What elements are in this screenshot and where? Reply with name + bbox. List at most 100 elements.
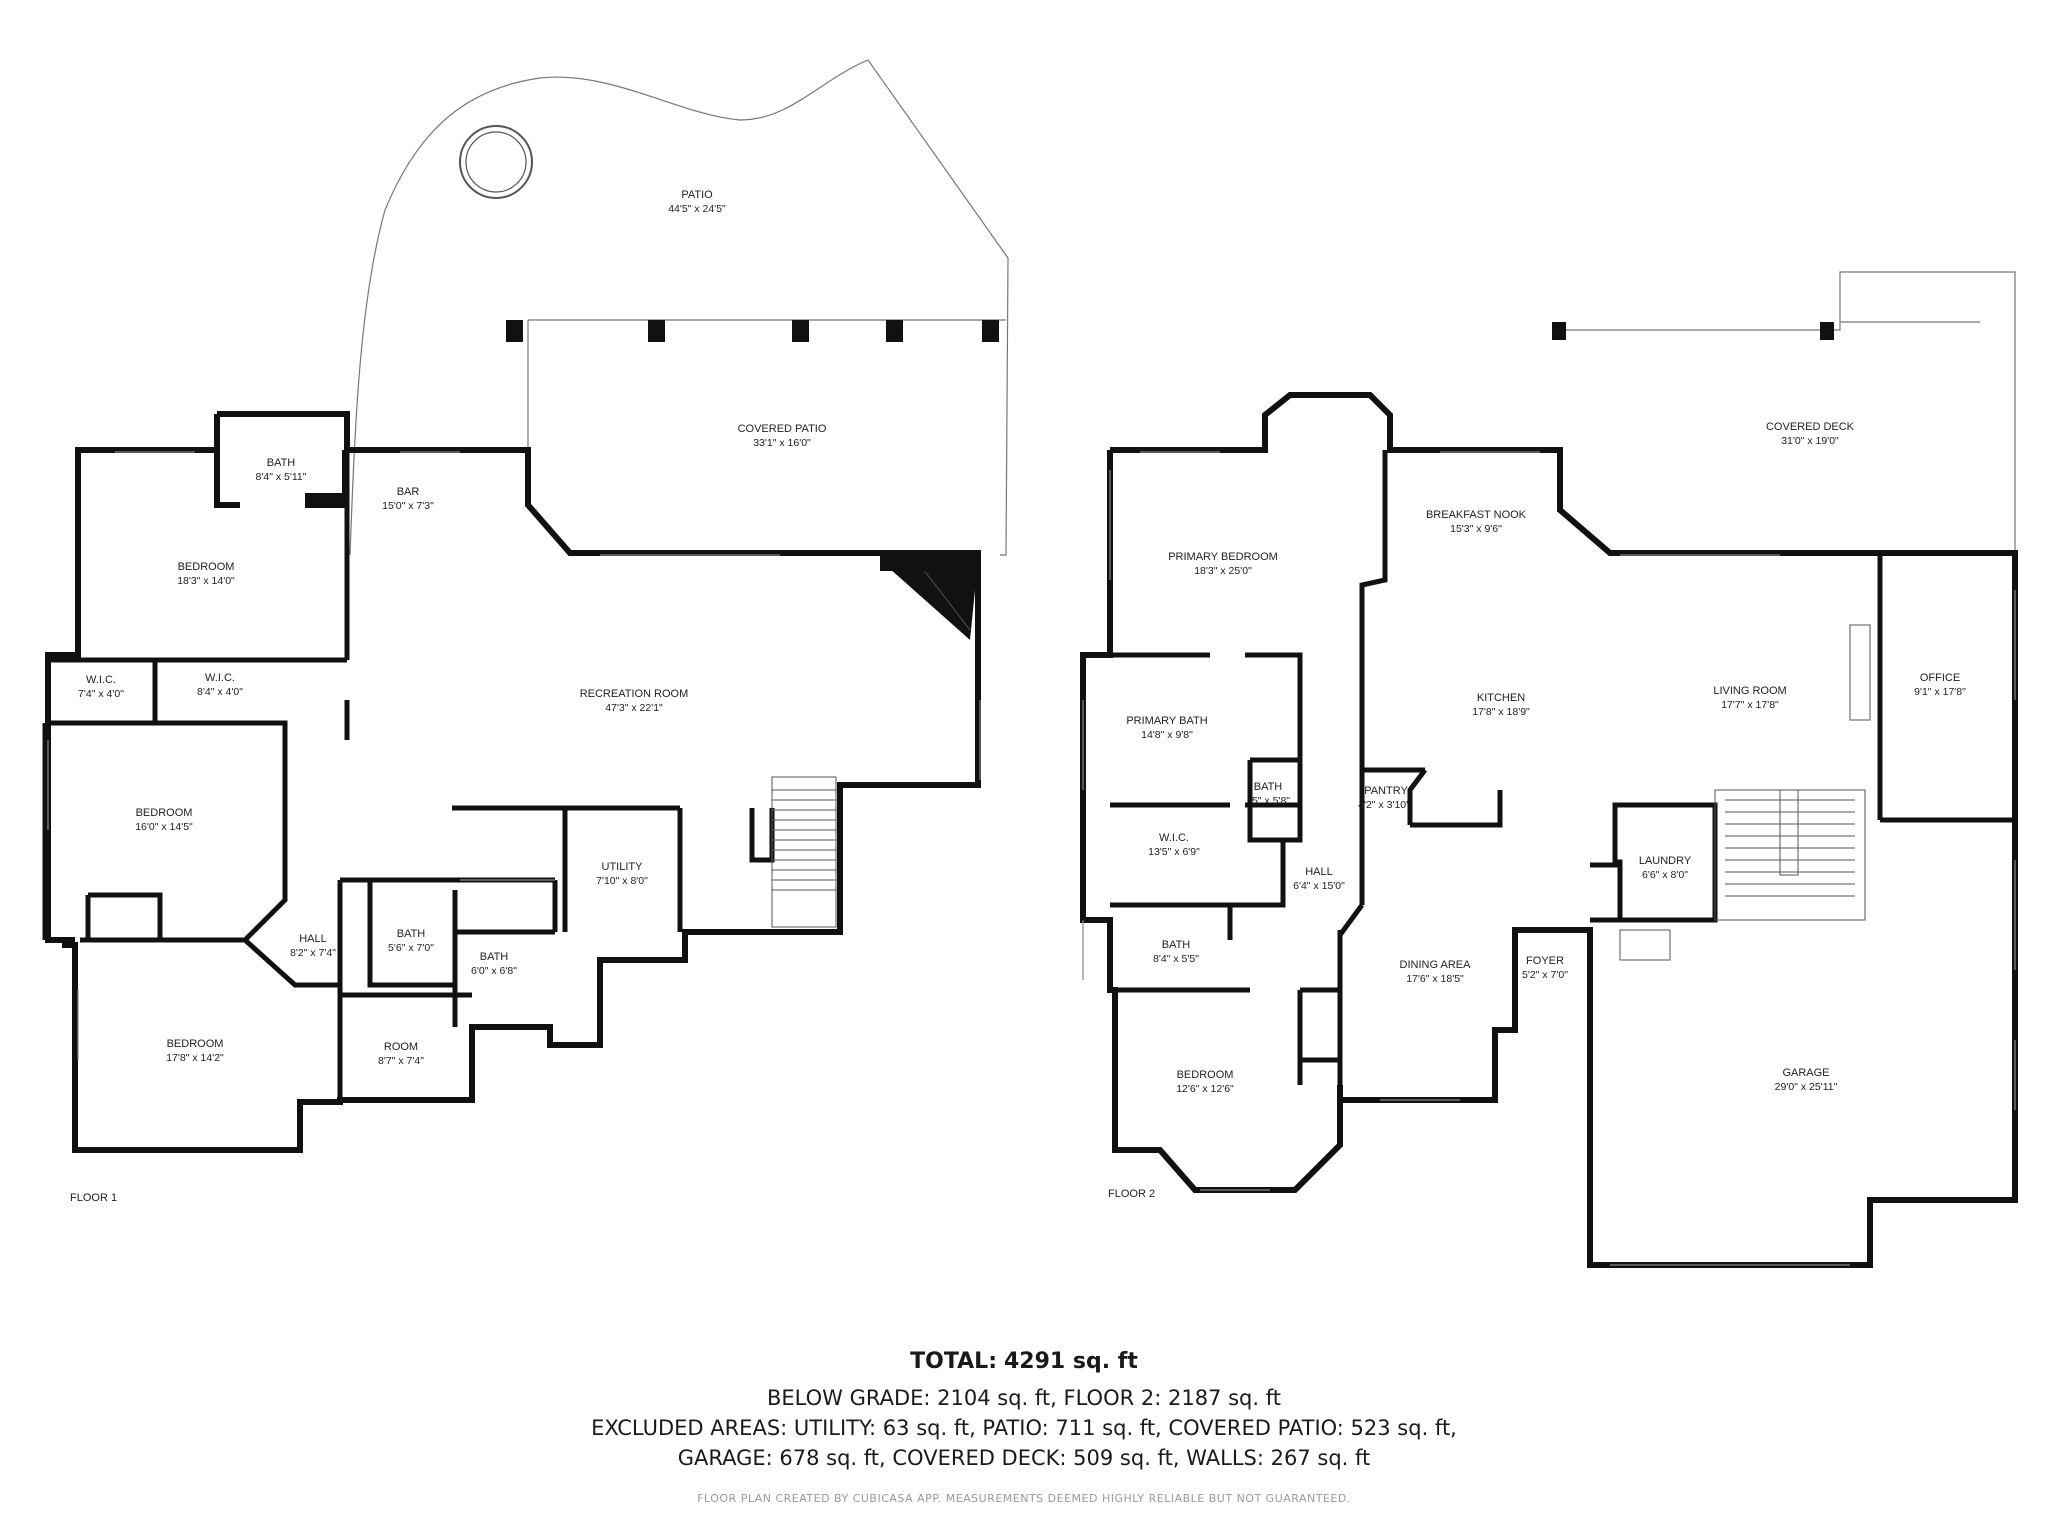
- svg-text:OFFICE: OFFICE: [1920, 672, 1960, 684]
- svg-text:14'8" x 9'8": 14'8" x 9'8": [1141, 729, 1193, 741]
- svg-text:29'0" x 25'11": 29'0" x 25'11": [1775, 1081, 1838, 1093]
- room-label-utility: UTILITY 7'10" x 8'0": [596, 861, 648, 887]
- room-label-bedroom: BEDROOM 12'6" x 12'6": [1176, 1069, 1234, 1095]
- svg-text:BREAKFAST NOOK: BREAKFAST NOOK: [1426, 509, 1527, 521]
- total-value: 4291 sq. ft: [1004, 1349, 1138, 1374]
- room-label-bar: BAR 15'0" x 7'3": [382, 486, 434, 512]
- room-label-office: OFFICE 9'1" x 17'8": [1914, 672, 1966, 698]
- floor-1-room-labels: PATIO 44'5" x 24'5" COVERED PATIO 33'1" …: [78, 189, 827, 1067]
- svg-text:17'6" x 18'5": 17'6" x 18'5": [1406, 973, 1464, 985]
- room-label-wic: W.I.C. 8'4" x 4'0": [197, 672, 243, 698]
- floor-1-stairs: [771, 560, 978, 928]
- svg-text:15'0" x 7'3": 15'0" x 7'3": [382, 500, 434, 512]
- svg-text:BATH: BATH: [397, 928, 426, 940]
- room-label-bath: BATH 5'6" x 7'0": [388, 928, 434, 954]
- room-label-garage: GARAGE 29'0" x 25'11": [1775, 1067, 1838, 1093]
- svg-text:8'4" x 4'0": 8'4" x 4'0": [197, 686, 243, 698]
- svg-text:12'6" x 12'6": 12'6" x 12'6": [1176, 1083, 1234, 1095]
- svg-text:BATH: BATH: [267, 457, 296, 469]
- svg-text:8'7" x 7'4": 8'7" x 7'4": [378, 1055, 424, 1067]
- svg-text:DINING AREA: DINING AREA: [1400, 959, 1472, 971]
- covered-deck-outline: [1560, 271, 2016, 550]
- svg-text:BATH: BATH: [1254, 781, 1283, 793]
- patio-round-feature: [459, 125, 533, 199]
- svg-text:8'4" x 5'5": 8'4" x 5'5": [1153, 953, 1199, 965]
- total-area: TOTAL: 4291 sq. ft: [0, 1349, 2048, 1374]
- svg-text:17'7" x 17'8": 17'7" x 17'8": [1721, 699, 1779, 711]
- svg-text:RECREATION ROOM: RECREATION ROOM: [580, 688, 689, 700]
- room-label-room: ROOM 8'7" x 7'4": [378, 1041, 424, 1067]
- floor-2-exterior-walls: [1080, 392, 2018, 1268]
- svg-text:18'3" x 14'0": 18'3" x 14'0": [177, 575, 235, 587]
- svg-text:15'3" x 9'6": 15'3" x 9'6": [1450, 523, 1502, 535]
- svg-text:17'8" x 14'2": 17'8" x 14'2": [166, 1052, 224, 1064]
- area-breakdown-line-3: GARAGE: 678 sq. ft, COVERED DECK: 509 sq…: [677, 1446, 1371, 1470]
- svg-text:5" x 5'8": 5" x 5'8": [1252, 795, 1290, 807]
- svg-text:5'2" x 7'0": 5'2" x 7'0": [1522, 969, 1568, 981]
- room-label-bedroom: BEDROOM 18'3" x 14'0": [177, 561, 235, 587]
- room-label-bath: BATH 6'0" x 6'8": [471, 951, 517, 977]
- svg-text:BAR: BAR: [397, 486, 420, 498]
- svg-text:6'6" x 8'0": 6'6" x 8'0": [1642, 869, 1688, 881]
- svg-text:PRIMARY BATH: PRIMARY BATH: [1126, 715, 1207, 727]
- svg-text:6'4" x 15'0": 6'4" x 15'0": [1293, 880, 1345, 892]
- svg-text:BEDROOM: BEDROOM: [136, 807, 193, 819]
- room-label-breakfast-nook: BREAKFAST NOOK 15'3" x 9'6": [1426, 509, 1527, 535]
- svg-text:BEDROOM: BEDROOM: [178, 561, 235, 573]
- svg-text:4'2" x 3'10": 4'2" x 3'10": [1358, 799, 1410, 811]
- svg-text:LIVING ROOM: LIVING ROOM: [1713, 685, 1786, 697]
- svg-text:44'5" x 24'5": 44'5" x 24'5": [668, 203, 726, 215]
- room-label-covered-deck: COVERED DECK 31'0" x 19'0": [1766, 421, 1855, 447]
- room-label-dining-area: DINING AREA 17'6" x 18'5": [1400, 959, 1472, 985]
- area-breakdown-line-2: EXCLUDED AREAS: UTILITY: 63 sq. ft, PATI…: [591, 1416, 1457, 1440]
- room-label-bedroom: BEDROOM 16'0" x 14'5": [135, 807, 193, 833]
- svg-text:BEDROOM: BEDROOM: [1177, 1069, 1234, 1081]
- svg-text:31'0" x 19'0": 31'0" x 19'0": [1781, 435, 1839, 447]
- svg-text:BATH: BATH: [1162, 939, 1191, 951]
- covered-patio-posts: [506, 320, 999, 342]
- svg-text:7'10" x 8'0": 7'10" x 8'0": [596, 875, 648, 887]
- floor-2-plan: FLOOR 2: [1080, 271, 2018, 1268]
- svg-text:13'5" x 6'9": 13'5" x 6'9": [1148, 846, 1200, 858]
- svg-text:ROOM: ROOM: [384, 1041, 418, 1053]
- floor-2-interior-walls: [1110, 450, 2015, 1085]
- room-label-patio: PATIO 44'5" x 24'5": [668, 189, 726, 215]
- svg-text:47'3" x 22'1": 47'3" x 22'1": [605, 702, 663, 714]
- svg-text:HALL: HALL: [1305, 866, 1333, 878]
- room-label-primary-bath: PRIMARY BATH 14'8" x 9'8": [1126, 715, 1207, 741]
- covered-deck-posts: [1552, 322, 1834, 340]
- svg-text:9'1" x 17'8": 9'1" x 17'8": [1914, 686, 1966, 698]
- svg-text:HALL: HALL: [299, 933, 327, 945]
- svg-text:6'0" x 6'8": 6'0" x 6'8": [471, 965, 517, 977]
- room-label-wic: W.I.C. 7'4" x 4'0": [78, 674, 124, 700]
- room-label-bath: BATH 5" x 5'8": [1252, 781, 1290, 807]
- patio-outline: [349, 59, 1009, 556]
- total-label: TOTAL:: [910, 1349, 997, 1374]
- svg-text:PRIMARY BEDROOM: PRIMARY BEDROOM: [1168, 551, 1278, 563]
- svg-text:W.I.C.: W.I.C.: [1159, 832, 1189, 844]
- svg-text:8'2" x 7'4": 8'2" x 7'4": [290, 947, 336, 959]
- svg-text:33'1" x 16'0": 33'1" x 16'0": [753, 437, 811, 449]
- room-label-bath: BATH 8'4" x 5'5": [1153, 939, 1199, 965]
- svg-text:COVERED DECK: COVERED DECK: [1766, 421, 1855, 433]
- floor-1-plan: FLOOR 1: [42, 59, 1009, 1204]
- covered-patio-outline: [527, 319, 1006, 505]
- svg-text:17'8" x 18'9": 17'8" x 18'9": [1472, 706, 1530, 718]
- svg-text:16'0" x 14'5": 16'0" x 14'5": [135, 821, 193, 833]
- svg-text:GARAGE: GARAGE: [1782, 1067, 1829, 1079]
- room-label-laundry: LAUNDRY 6'6" x 8'0": [1639, 855, 1692, 881]
- svg-text:KITCHEN: KITCHEN: [1477, 692, 1525, 704]
- svg-text:18'3" x 25'0": 18'3" x 25'0": [1194, 565, 1252, 577]
- svg-text:8'4" x 5'11": 8'4" x 5'11": [256, 471, 307, 483]
- room-label-recreation-room: RECREATION ROOM 47'3" x 22'1": [580, 688, 689, 714]
- svg-text:COVERED PATIO: COVERED PATIO: [738, 423, 827, 435]
- floor-1-interior-walls: [42, 450, 840, 1100]
- svg-text:W.I.C.: W.I.C.: [205, 672, 235, 684]
- floor-2-label: FLOOR 2: [1108, 1188, 1155, 1200]
- room-label-bedroom: BEDROOM 17'8" x 14'2": [166, 1038, 224, 1064]
- svg-text:BEDROOM: BEDROOM: [167, 1038, 224, 1050]
- svg-text:BATH: BATH: [480, 951, 509, 963]
- room-label-pantry: PANTRY 4'2" x 3'10": [1358, 785, 1410, 811]
- svg-text:7'4" x 4'0": 7'4" x 4'0": [78, 688, 124, 700]
